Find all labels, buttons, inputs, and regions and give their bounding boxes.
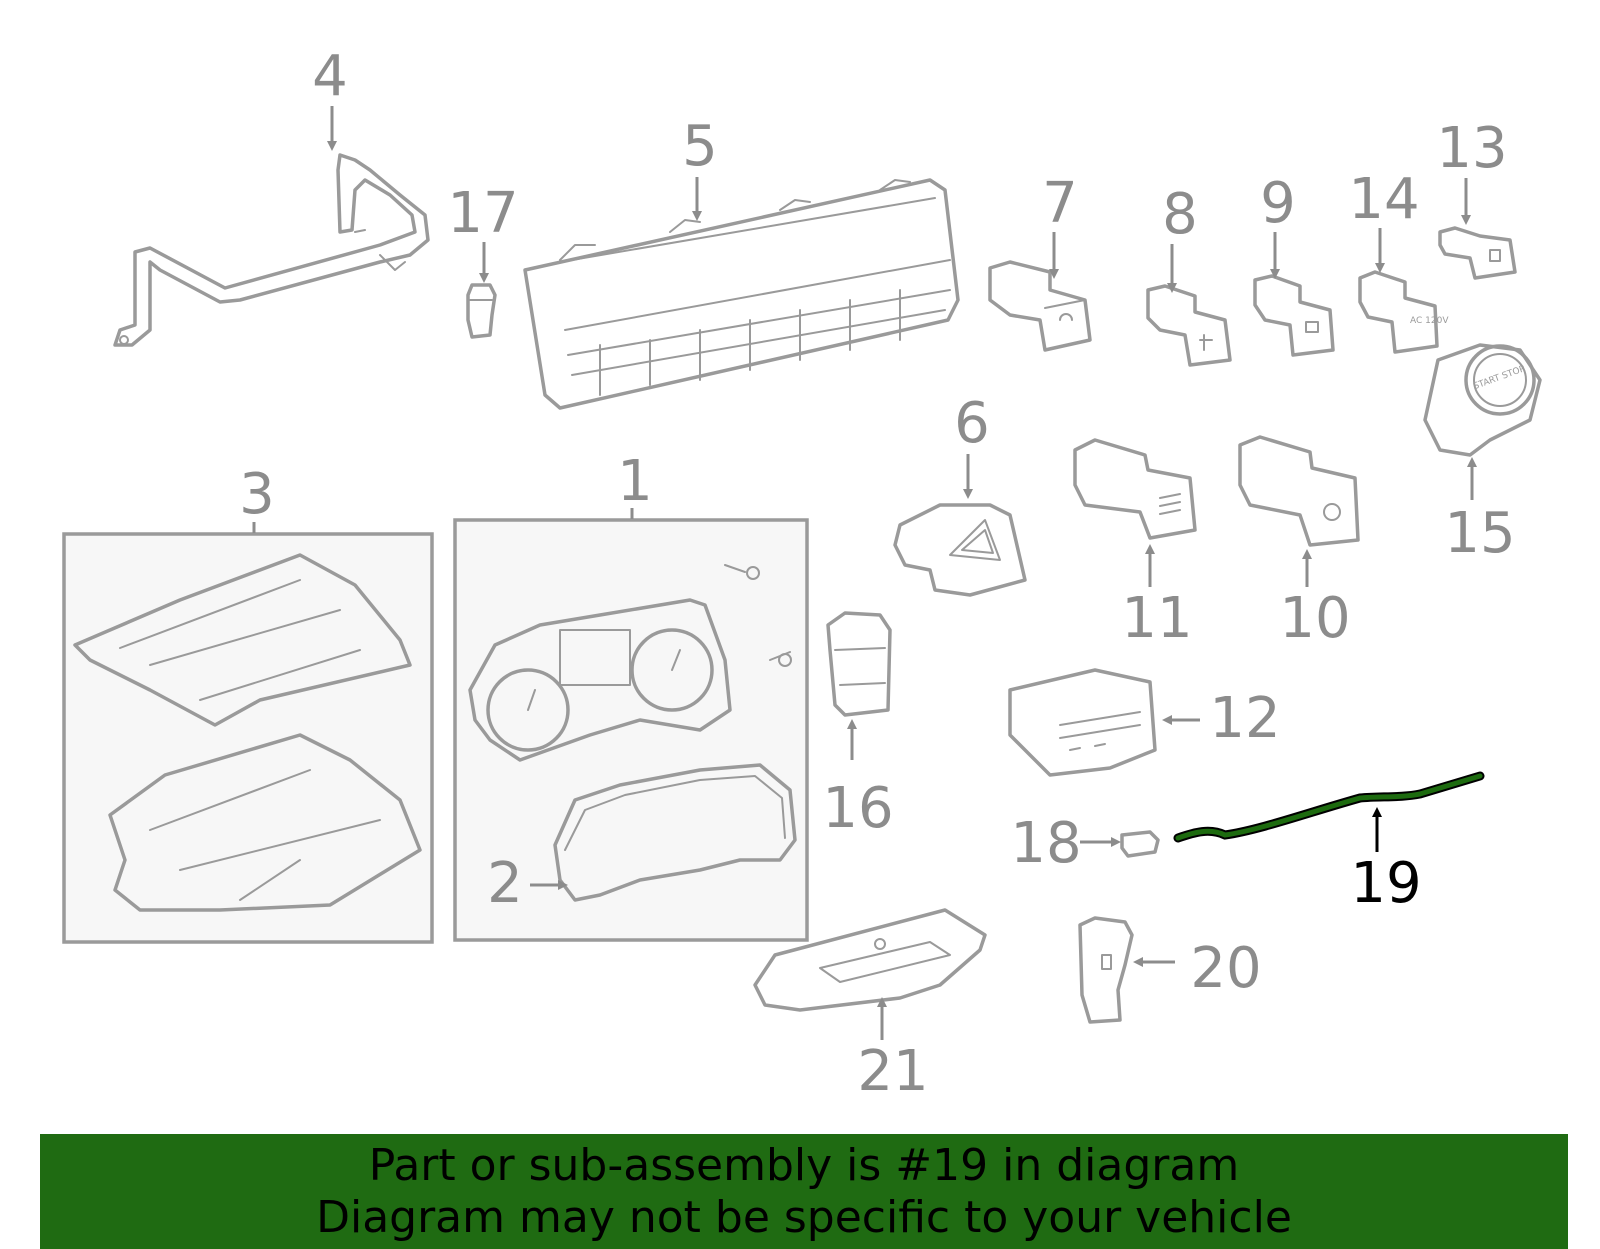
part-18-connector[interactable]	[1120, 830, 1160, 858]
label-21: 21	[857, 1039, 928, 1104]
label-10: 10	[1279, 586, 1350, 651]
part-9-switch[interactable]	[1253, 274, 1335, 357]
label-20: 20	[1190, 936, 1261, 1001]
label-13: 13	[1436, 116, 1507, 181]
part-21-wireless-charger[interactable]	[753, 908, 987, 1012]
label-6: 6	[954, 391, 990, 456]
info-banner: Part or sub-assembly is #19 in diagram D…	[40, 1134, 1568, 1249]
label-18: 18	[1010, 811, 1081, 876]
label-3: 3	[239, 462, 275, 527]
label-16: 16	[822, 776, 893, 841]
part-15-start-stop-button[interactable]: START STOP	[1423, 343, 1542, 457]
label-9: 9	[1260, 171, 1296, 236]
box-1	[453, 518, 809, 942]
part-14-ac-outlet-switch[interactable]: AC 120V	[1358, 270, 1449, 354]
part-16-switch[interactable]	[826, 611, 892, 717]
part-1-instrument-cluster[interactable]	[468, 564, 792, 762]
part-2-cluster-lens[interactable]	[553, 763, 797, 902]
part-17-clip[interactable]	[466, 283, 497, 339]
part-13-switch[interactable]	[1438, 226, 1517, 280]
part-12-climate-control[interactable]	[1008, 668, 1157, 777]
label-1: 1	[617, 449, 653, 514]
part-6-hazard-switch[interactable]	[893, 503, 1027, 597]
part-20-sensor[interactable]	[1078, 916, 1134, 1024]
part-11-switch[interactable]	[1073, 438, 1197, 540]
part-7-switch[interactable]	[988, 260, 1092, 352]
label-17: 17	[447, 181, 518, 246]
label-19: 19	[1350, 851, 1421, 916]
part-19-wire-harness[interactable]	[1173, 771, 1485, 843]
part-10-switch[interactable]	[1238, 435, 1360, 547]
part-4-bracket[interactable]	[113, 153, 430, 347]
icon-ac-120v: AC 120V	[1410, 316, 1449, 326]
part-3-glove-box[interactable]	[73, 553, 422, 912]
banner-line-1: Part or sub-assembly is #19 in diagram	[368, 1139, 1240, 1191]
label-5: 5	[682, 114, 718, 179]
label-12: 12	[1209, 686, 1280, 751]
part-8-switch[interactable]	[1146, 284, 1232, 367]
label-8: 8	[1162, 182, 1198, 247]
parts-diagram: 4 17 5 7 8 9 AC 120V 14	[62, 44, 1542, 1104]
banner-line-2: Diagram may not be specific to your vehi…	[316, 1191, 1292, 1243]
label-7: 7	[1042, 171, 1078, 236]
label-15: 15	[1444, 501, 1515, 566]
label-2: 2	[487, 851, 523, 916]
icon-start-stop: START STOP	[1472, 364, 1527, 392]
label-4: 4	[312, 44, 348, 109]
label-11: 11	[1121, 586, 1192, 651]
part-5-switch-panel[interactable]	[523, 178, 960, 410]
label-14: 14	[1348, 167, 1419, 232]
